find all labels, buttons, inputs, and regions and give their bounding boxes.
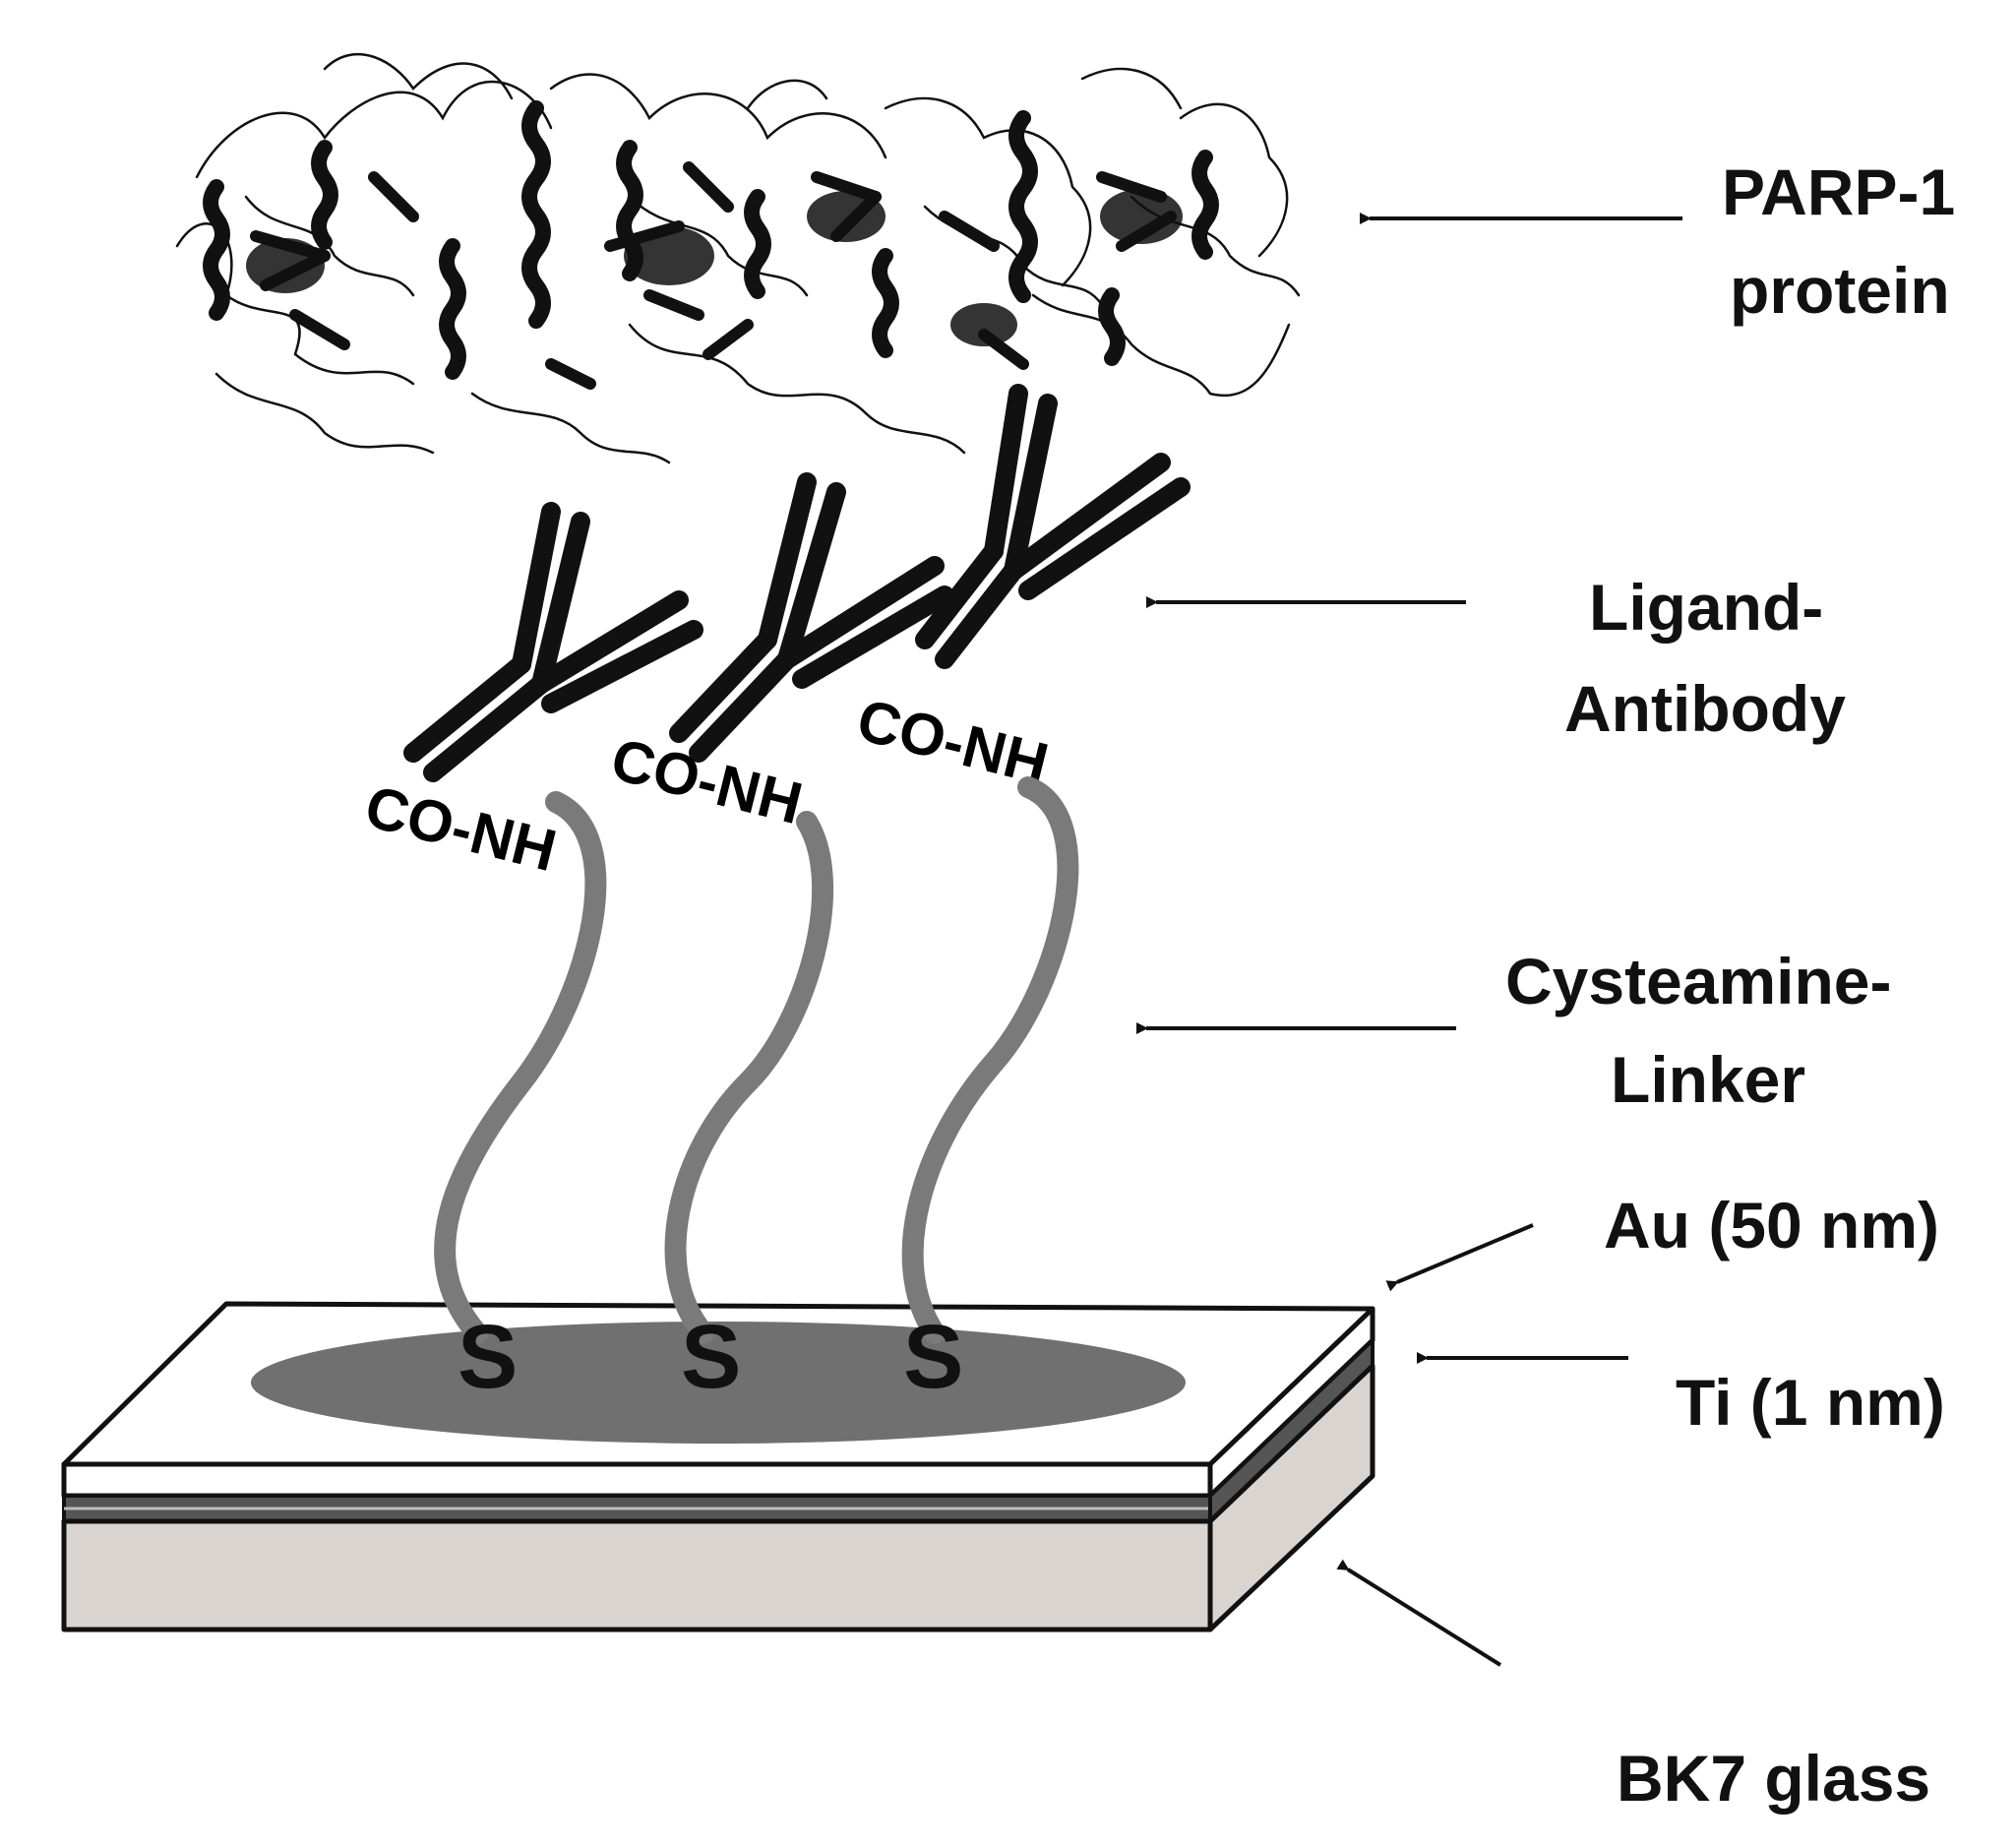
sulfur-label-3: S [903, 1307, 963, 1407]
au-binding-spot [251, 1322, 1186, 1444]
label-ti-layer: Ti (1 nm) [1676, 1366, 1945, 1439]
label-antibody-line1: Ligand- [1589, 571, 1823, 644]
label-linker-line2: Linker [1611, 1043, 1805, 1116]
antibodies [403, 384, 1191, 782]
linker-1 [434, 791, 607, 1344]
label-linker-line1: Cysteamine- [1505, 945, 1892, 1017]
antibody-1 [403, 502, 703, 782]
cysteamine-linkers [434, 776, 1079, 1344]
linker-3 [901, 776, 1079, 1344]
label-au-layer: Au (50 nm) [1604, 1189, 1939, 1262]
parp1-protein-structure [175, 52, 1301, 464]
au-front-layer [61, 1461, 1213, 1499]
bond-label-1: CO-NH [359, 773, 563, 885]
label-parp1-line2: protein [1730, 254, 1950, 327]
protein-loops [175, 52, 1301, 464]
glass-front-face [61, 1518, 1213, 1632]
pointer-arrows [1136, 213, 1682, 1667]
sulfur-label-2: S [681, 1307, 741, 1407]
label-bk7-glass: BK7 glass [1617, 1742, 1930, 1815]
arrow-glass [1336, 1559, 1502, 1667]
sulfur-atoms: S S S [458, 1307, 963, 1407]
linker-2 [664, 811, 834, 1344]
protein-dense-cores [246, 189, 1183, 346]
antibody-2 [669, 472, 954, 763]
antibody-3 [915, 384, 1191, 669]
component-labels: PARP-1 protein Ligand- Antibody Cysteami… [1505, 155, 1955, 1815]
sulfur-label-1: S [458, 1307, 518, 1407]
glass-side-face [1207, 1363, 1375, 1632]
protein-helices [203, 100, 1219, 380]
label-antibody-line2: Antibody [1564, 672, 1846, 745]
label-parp1-line1: PARP-1 [1722, 155, 1955, 228]
arrow-au [1385, 1223, 1534, 1292]
